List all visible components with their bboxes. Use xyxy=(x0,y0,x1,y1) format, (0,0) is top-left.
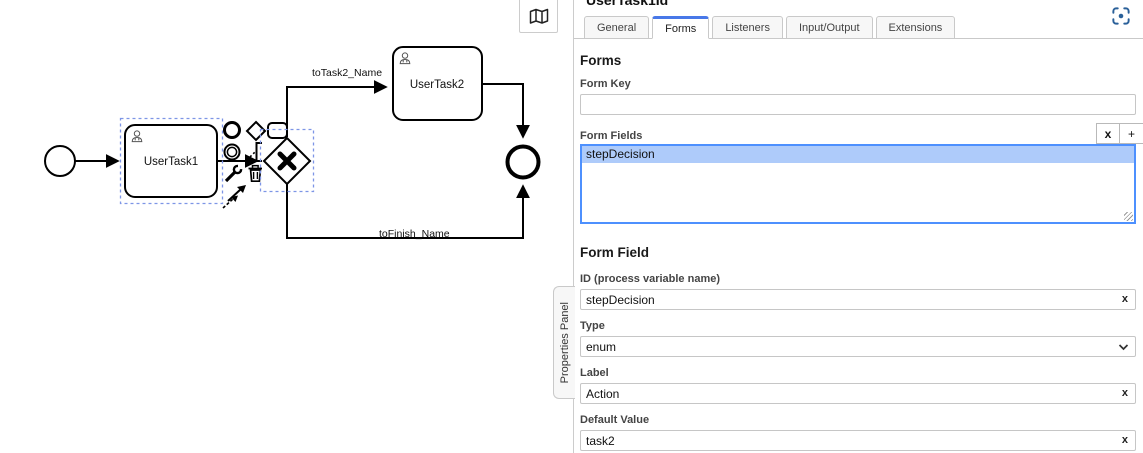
tab-extensions[interactable]: Extensions xyxy=(875,16,956,39)
remove-form-field-button[interactable]: x xyxy=(1096,123,1120,144)
task1-label: UserTask1 xyxy=(144,156,198,168)
type-select-value: enum xyxy=(586,339,617,354)
gateway-selection-outline xyxy=(259,128,315,193)
id-field: x xyxy=(580,289,1136,310)
chevron-down-icon xyxy=(1112,343,1135,351)
focus-element-button[interactable] xyxy=(1108,4,1134,30)
focus-icon xyxy=(1112,7,1130,25)
id-label: ID (process variable name) xyxy=(580,273,721,285)
clear-id-icon[interactable]: x xyxy=(1121,293,1128,305)
map-icon xyxy=(529,8,548,24)
flow-task2-to-end[interactable] xyxy=(482,83,530,139)
properties-panel-toggle-label: Properties Panel xyxy=(558,301,571,384)
label-input[interactable] xyxy=(581,386,1115,401)
form-fields-buttons: x + xyxy=(1096,123,1143,144)
text-annotation-icon[interactable] xyxy=(246,142,262,162)
form-field-list-item-selected[interactable]: stepDecision xyxy=(582,146,1134,163)
form-fields-list[interactable]: stepDecision xyxy=(580,144,1136,224)
tab-forms[interactable]: Forms xyxy=(652,16,710,39)
context-pad xyxy=(222,120,288,209)
end-event[interactable] xyxy=(505,144,541,180)
connect-icon[interactable] xyxy=(222,185,246,209)
list-resize-handle[interactable] xyxy=(1124,212,1133,221)
type-label: Type xyxy=(580,320,605,332)
task-icon[interactable] xyxy=(267,122,288,139)
gateway-x-marker xyxy=(277,151,297,171)
task2-label: UserTask2 xyxy=(410,79,464,91)
form-fields-header: Form Fields x + xyxy=(580,123,1143,144)
trash-icon[interactable] xyxy=(248,164,263,183)
forms-section-title: Forms xyxy=(580,53,622,68)
id-input[interactable] xyxy=(581,292,1115,307)
task1-shape[interactable] xyxy=(124,124,218,198)
clear-label-icon[interactable]: x xyxy=(1121,387,1128,399)
label-field: x xyxy=(580,383,1136,404)
default-value-input[interactable] xyxy=(581,433,1115,448)
form-key-field xyxy=(580,94,1136,115)
properties-panel-toggle-tab[interactable]: Properties Panel xyxy=(553,286,575,399)
default-value-field: x xyxy=(580,430,1136,451)
form-key-label: Form Key xyxy=(580,78,631,90)
flow-label-to-task2[interactable]: toTask2_Name xyxy=(312,67,382,79)
properties-tabbar: General Forms Listeners Input/Output Ext… xyxy=(574,16,1143,39)
type-select[interactable]: enum xyxy=(580,336,1136,357)
minimap-toggle-button[interactable] xyxy=(519,0,558,33)
diagram-canvas[interactable]: toTask2_Name toFinish_Name UserTask1 xyxy=(0,0,573,453)
form-field-section-title: Form Field xyxy=(580,245,650,260)
task1-selection-outline xyxy=(119,117,224,205)
end-event-icon[interactable] xyxy=(223,121,241,139)
selected-element-id-title: UserTask1Id xyxy=(586,0,669,8)
form-fields-label: Form Fields xyxy=(580,130,643,142)
clear-default-value-icon[interactable]: x xyxy=(1121,434,1128,446)
forms-tab-content: Forms Form Key Form Fields x + stepDecis… xyxy=(574,39,1143,451)
flow-label-to-finish[interactable]: toFinish_Name xyxy=(379,228,450,240)
tab-listeners[interactable]: Listeners xyxy=(712,16,783,39)
wrench-icon[interactable] xyxy=(224,164,243,183)
form-key-input[interactable] xyxy=(581,97,1135,112)
gateway-icon[interactable] xyxy=(245,120,267,142)
tab-input-output[interactable]: Input/Output xyxy=(785,16,873,39)
task2-shape[interactable] xyxy=(392,46,483,121)
add-form-field-button[interactable]: + xyxy=(1120,123,1143,144)
tab-general[interactable]: General xyxy=(584,16,650,39)
properties-panel: Properties Panel UserTask1Id General For… xyxy=(553,0,1143,453)
label-label: Label xyxy=(580,367,609,379)
start-event[interactable] xyxy=(44,145,76,177)
flow-gateway-to-task2[interactable] xyxy=(286,80,388,137)
intermediate-event-icon[interactable] xyxy=(223,143,241,161)
bpmn-diagram: toTask2_Name toFinish_Name UserTask1 xyxy=(44,46,541,240)
flow-gateway-to-end[interactable] xyxy=(286,184,530,239)
default-value-label: Default Value xyxy=(580,414,650,426)
